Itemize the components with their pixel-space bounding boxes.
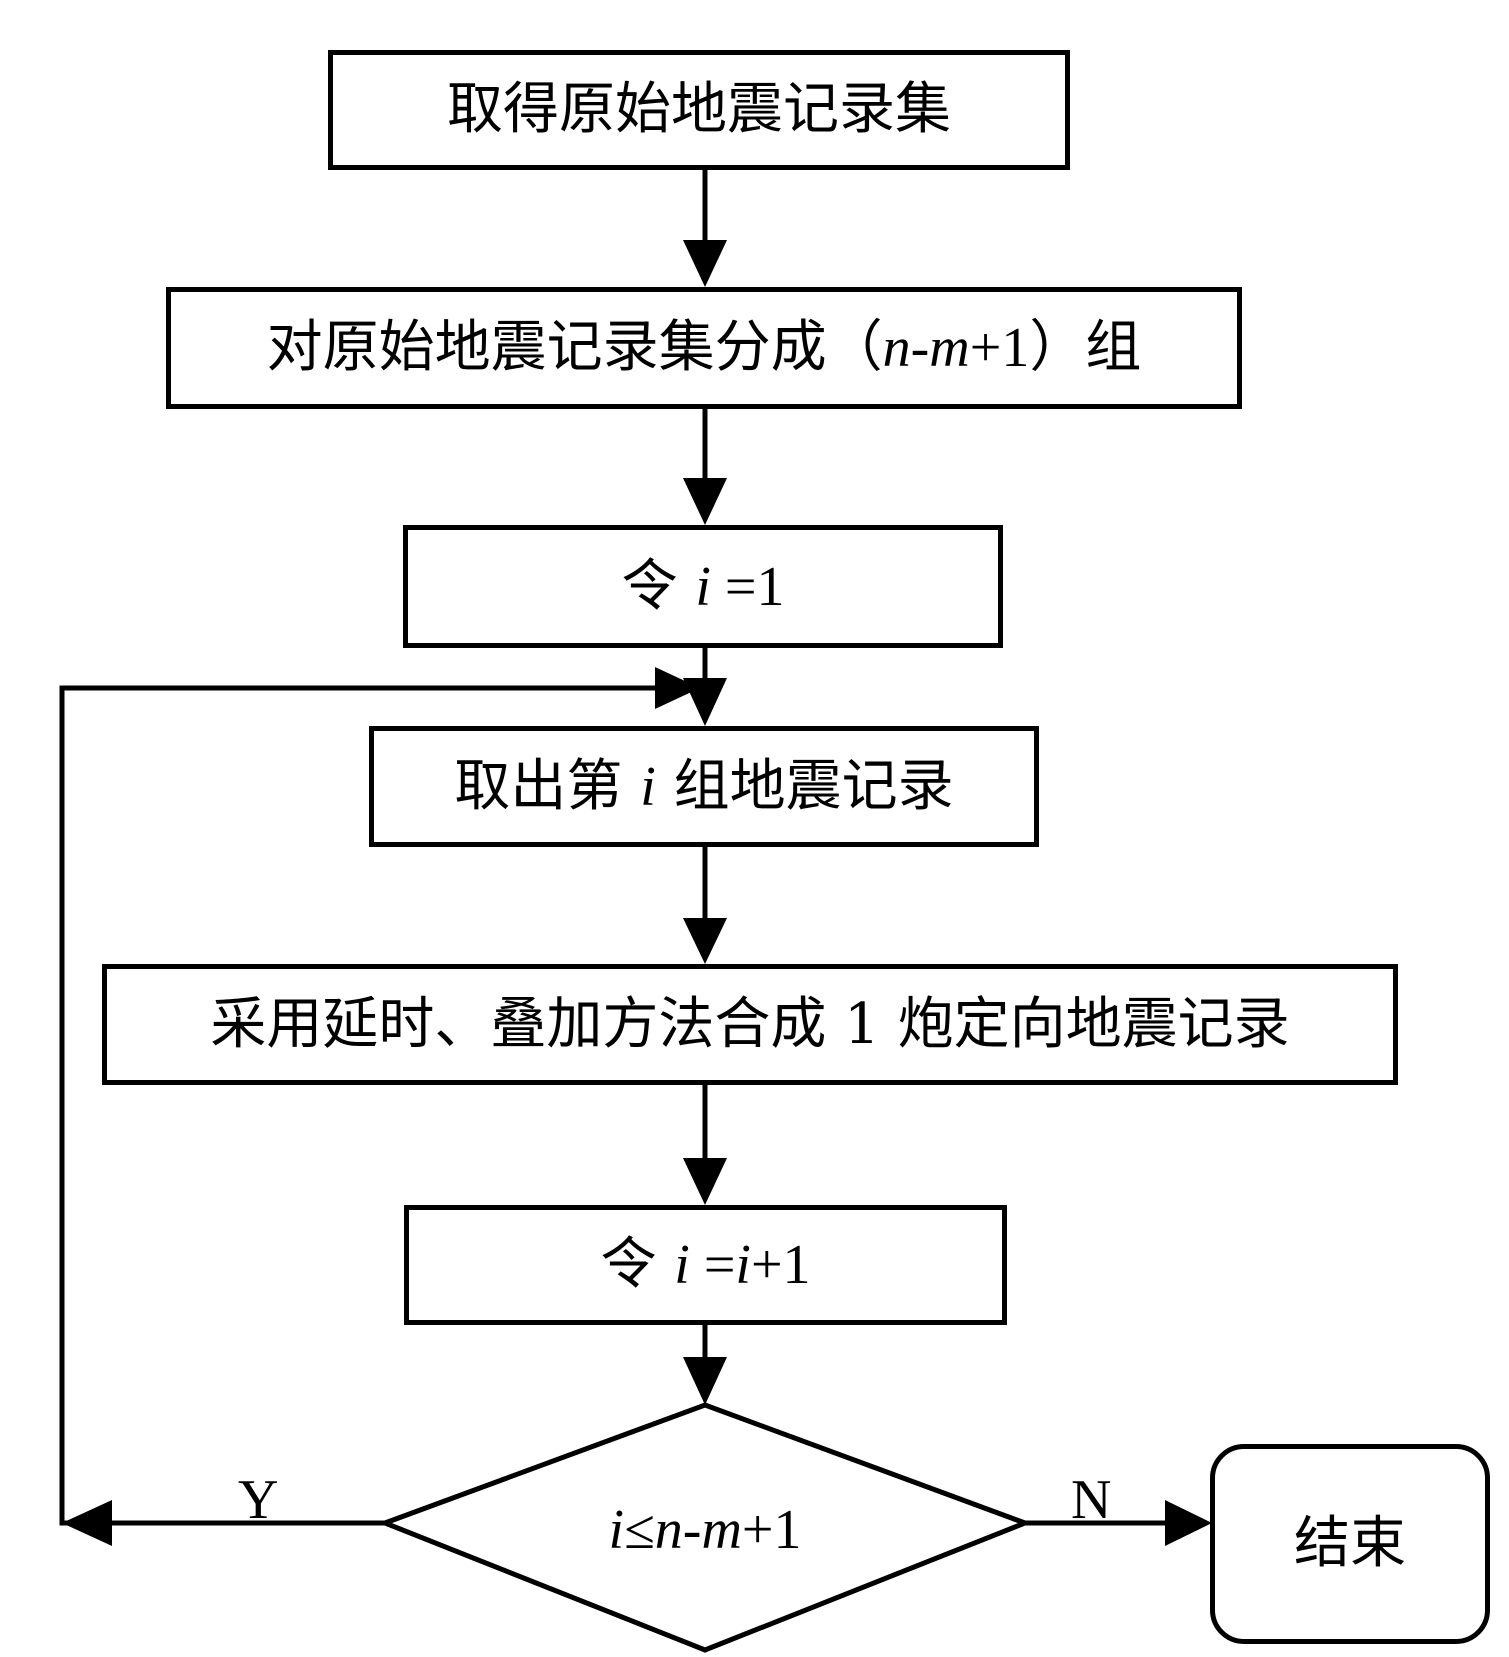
no-branch-label: N: [1071, 1469, 1112, 1531]
step-split-groups-text: 对原始地震记录集分成（n-m+1）组: [266, 315, 1142, 380]
step-obtain-records-text: 取得原始地震记录集: [447, 77, 951, 142]
arrowhead-no: [1165, 1500, 1212, 1546]
step-synthesize: 采用延时、叠加方法合成 1 炮定向地震记录: [102, 964, 1398, 1085]
arrowhead-step2: [683, 240, 727, 287]
arrowhead-decision: [683, 1357, 727, 1405]
step-split-groups: 对原始地震记录集分成（n-m+1）组: [166, 287, 1242, 409]
yes-branch-label: Y: [238, 1469, 279, 1531]
end-terminal-text: 结束: [1294, 1511, 1406, 1576]
step-init-i-text: 令 i =1: [621, 553, 785, 619]
step-take-group: 取出第 i 组地震记录: [369, 726, 1039, 847]
step-synthesize-text: 采用延时、叠加方法合成 1 炮定向地震记录: [210, 991, 1290, 1057]
arrowhead-yes: [62, 1500, 112, 1546]
end-terminal: 结束: [1210, 1444, 1490, 1644]
step-init-i: 令 i =1: [403, 525, 1003, 648]
step-obtain-records: 取得原始地震记录集: [328, 50, 1070, 170]
decision-condition-text: i≤n-m+1: [608, 1499, 802, 1561]
loop-back-line: [59, 685, 655, 1526]
step-increment-i-text: 令 i =i+1: [600, 1232, 811, 1297]
arrowhead-loop-entry: [655, 667, 700, 709]
step-take-group-text: 取出第 i 组地震记录: [454, 753, 954, 819]
decision-diamond: [378, 1402, 1032, 1653]
arrowhead-step5: [683, 918, 727, 964]
arrowhead-step6: [683, 1158, 727, 1205]
arrowhead-step3: [683, 478, 727, 525]
step-increment-i: 令 i =i+1: [404, 1205, 1007, 1325]
